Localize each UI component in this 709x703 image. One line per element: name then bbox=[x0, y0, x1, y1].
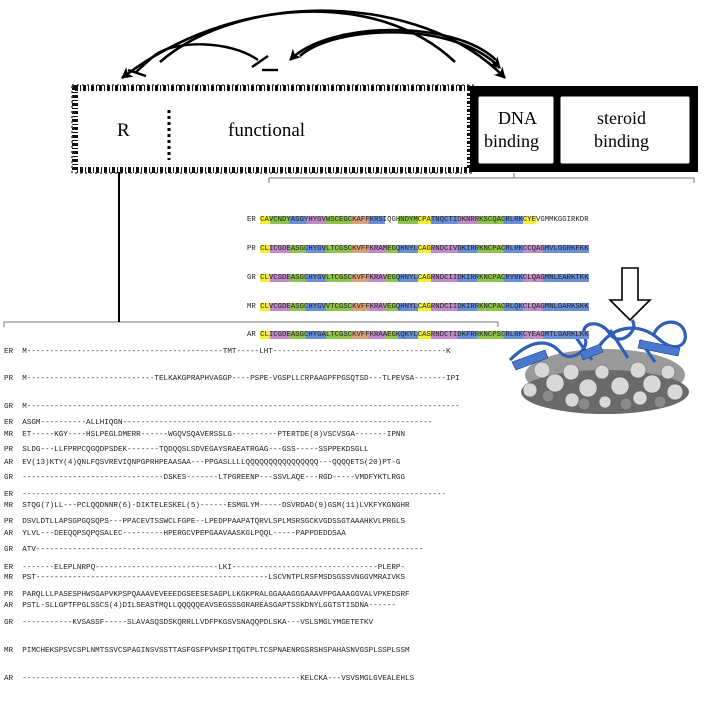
ntd-row: MR ET-----KGY----HSLPEGLDMERR------WGQVS… bbox=[4, 431, 460, 440]
ntd-row-id: AR bbox=[4, 530, 14, 539]
dbd-row: GR CLVCSDEASGCHYGVLTCGSCKVFFKRAVEGQHNYLC… bbox=[247, 273, 589, 284]
connectors bbox=[3, 172, 695, 327]
ntd-row: ER -------ELEPLNRPQ---------------------… bbox=[4, 564, 414, 573]
dbd-dna-structure bbox=[508, 319, 689, 414]
ntd-row-seq: DSVLDTLLAPSGPGQSQPS---PPACEVTSSWCLFGPE--… bbox=[22, 518, 406, 527]
ntd-row-id: MR bbox=[4, 431, 14, 440]
ntd-row-id: AR bbox=[4, 459, 14, 468]
ntd-row-id: PR bbox=[4, 518, 14, 527]
ntd-row-id: AR bbox=[4, 675, 14, 684]
dbd-row: AR CLICGDEASGCHYGALTCGSCKVFFKRAAEGKQKYLC… bbox=[247, 331, 589, 341]
functional-domain-label: functional bbox=[228, 120, 306, 141]
dbd-row: PR CLICGDEASGCHYGVLTCGSCKVFFKRAMEGQHNYLC… bbox=[247, 244, 589, 255]
ntd-row-id: GR bbox=[4, 474, 14, 483]
ntd-row-id: PR bbox=[4, 446, 14, 455]
ntd-row: GR ATV----------------------------------… bbox=[4, 546, 446, 555]
dbd-row-id: MR bbox=[247, 302, 256, 311]
dbd-row-seq: CLVCSDEASGCHYGVLTCGSCKVFFKRAVEGQHNYLCAGR… bbox=[260, 273, 589, 282]
ntd-row-id: MR bbox=[4, 574, 14, 583]
r-domain-label: R bbox=[117, 120, 130, 141]
ntd-row-id: ER bbox=[4, 418, 14, 427]
ntd-row-seq: M----------------------------TELKAKGPRAP… bbox=[22, 375, 460, 384]
dna-binding-label-line2: binding bbox=[484, 131, 540, 151]
ntd-row-seq: -----------KVSASSF-----SLAVASQSDSKQRRLLV… bbox=[22, 619, 374, 628]
ntd-row-seq: EV(13)KTY(4)QNLFQSVREVIQNPGPRHPEAASAA---… bbox=[22, 459, 401, 468]
ntd-row: MR PST----------------------------------… bbox=[4, 574, 446, 583]
ntd-row: ER ASGM----------ALLHIQGN---------------… bbox=[4, 419, 432, 428]
inhibition-bars bbox=[127, 43, 278, 78]
ntd-row-seq: M---------------------------------------… bbox=[22, 403, 460, 412]
ntd-row-seq: STQG(7)LL---PCLQQDNNR(6)-DIKTELESKEL(5)-… bbox=[22, 502, 410, 511]
ntd-row: PR DSVLDTLLAPSGPGQSQPS---PPACEVTSSWCLFGP… bbox=[4, 518, 446, 527]
dbd-row: MR CLVCGDEASGCHYGVVTCGSCKVFFKRAVEGQHNYLC… bbox=[247, 302, 589, 313]
ntd-alignment-block-1: ER M------------------------------------… bbox=[4, 329, 460, 487]
ntd-row-id: GR bbox=[4, 403, 14, 412]
ntd-row-id: MR bbox=[4, 502, 14, 511]
domain-bar bbox=[71, 84, 698, 174]
ntd-row-seq: ----------------------------------------… bbox=[22, 675, 415, 684]
dbd-row-id: ER bbox=[247, 216, 256, 225]
ntd-row: PR M----------------------------TELKAKGP… bbox=[4, 375, 460, 384]
ntd-row: ER -------------------------------------… bbox=[4, 491, 446, 500]
ntd-row-seq: YLVL---DEEQQPSQPQSALEC---------HPERGCVPE… bbox=[22, 530, 346, 539]
ntd-row-seq: PARQLLLPASESPHWSGAPVKPSPQAAAVEVEEEDGSEES… bbox=[22, 591, 410, 600]
ntd-row-seq: SLDG---LLFPRPCQGQDPSDEK-------TQDQQSLSDV… bbox=[22, 446, 369, 455]
regulatory-arrows bbox=[121, 9, 506, 80]
ntd-row-seq: -------ELEPLNRPQ------------------------… bbox=[22, 563, 406, 572]
ntd-row: AR EV(13)KTY(4)QNLFQSVREVIQNPGPRHPEAASAA… bbox=[4, 459, 460, 468]
ntd-row-id: MR bbox=[4, 647, 14, 656]
ntd-row-seq: ET-----KGY----HSLPEGLDMERR------WGQVSQAV… bbox=[22, 431, 406, 440]
ntd-row: MR STQG(7)LL---PCLQQDNNR(6)-DIKTELESKEL(… bbox=[4, 502, 432, 511]
dbd-row-seq: CAVCNDYASGYHYGVWSCEGCKAFFKRSIQGHNDYMCPAT… bbox=[260, 216, 589, 225]
arrow-r-to-dna-binding bbox=[159, 9, 506, 79]
ntd-row-seq: ATV-------------------------------------… bbox=[22, 546, 424, 555]
ntd-row-id: GR bbox=[4, 546, 14, 555]
structure-arrow bbox=[608, 267, 652, 322]
ntd-alignment-block-4: ER -------ELEPLNRPQ---------------------… bbox=[4, 545, 414, 703]
ntd-row-id: PR bbox=[4, 591, 14, 600]
ntd-row-seq: -------------------------------DSKES----… bbox=[22, 474, 406, 483]
domain-diagram bbox=[3, 9, 698, 414]
dbd-alignment: ER CAVCNDYASGYHYGVWSCEGCKAFFKRSIQGHNDYMC… bbox=[247, 197, 589, 360]
ntd-row: AR -------------------------------------… bbox=[4, 675, 414, 684]
dbd-row-id: PR bbox=[247, 244, 256, 253]
ntd-row-seq: PIMCHEKSPSVCSPLNMTSSVCSPAGINSVSSTTASFGSF… bbox=[22, 647, 410, 656]
arrow-dna-binding-to-functional bbox=[289, 28, 497, 61]
dbd-row-id: GR bbox=[247, 273, 256, 282]
ntd-row-id: ER bbox=[4, 347, 14, 356]
dbd-row: ER CAVCNDYASGYHYGVWSCEGCKAFFKRSIQGHNDYMC… bbox=[247, 216, 589, 226]
ntd-row-id: ER bbox=[4, 563, 14, 572]
ntd-row-id: ER bbox=[4, 490, 14, 499]
ntd-row: MR PIMCHEKSPSVCSPLNMTSSVCSPAGINSVSSTTASF… bbox=[4, 647, 414, 656]
dbd-row-seq: CLICGDEASGCHYGVLTCGSCKVFFKRAMEGQHNYLCAGR… bbox=[260, 244, 589, 253]
arrow-functional-to-dna-binding bbox=[299, 31, 501, 69]
ntd-row: ER M------------------------------------… bbox=[4, 348, 460, 357]
dbd-row-id: AR bbox=[247, 331, 256, 340]
ntd-row-seq: M---------------------------------------… bbox=[22, 347, 451, 356]
ntd-box bbox=[72, 85, 473, 173]
ntd-row-id: PR bbox=[4, 375, 14, 384]
ntd-row-id: GR bbox=[4, 619, 14, 628]
ntd-row-seq: ----------------------------------------… bbox=[22, 490, 447, 499]
ntd-row: GR M------------------------------------… bbox=[4, 403, 460, 412]
ntd-row-seq: PST-------------------------------------… bbox=[22, 574, 406, 583]
ntd-row: GR -----------KVSASSF-----SLAVASQSDSKQRR… bbox=[4, 619, 414, 628]
dbd-row-seq: CLVCGDEASGCHYGVVTCGSCKVFFKRAVEGQHNYLCAGR… bbox=[260, 302, 589, 311]
steroid-binding-label-line1: steroid bbox=[597, 108, 646, 128]
dbd-row-seq: CLICGDEASGCHYGALTCGSCKVFFKRAAEGKQKYLCASR… bbox=[260, 331, 589, 340]
ntd-row-seq: ASGM----------ALLHIQGN------------------… bbox=[22, 418, 433, 427]
ntd-row: AR YLVL---DEEQQPSQPQSALEC---------HPERGC… bbox=[4, 530, 432, 539]
steroid-binding-label-line2: binding bbox=[594, 131, 650, 151]
dna-binding-label-line1: DNA bbox=[498, 108, 537, 128]
ntd-row: GR -------------------------------DSKES-… bbox=[4, 474, 432, 483]
ntd-alignment-block-2: ER ASGM----------ALLHIQGN---------------… bbox=[4, 400, 432, 558]
ntd-row: PR PARQLLLPASESPHWSGAPVKPSPQAAAVEVEEEDGS… bbox=[4, 591, 414, 600]
ntd-row: PR SLDG---LLFPRPCQGQDPSDEK-------TQDQQSL… bbox=[4, 446, 432, 455]
